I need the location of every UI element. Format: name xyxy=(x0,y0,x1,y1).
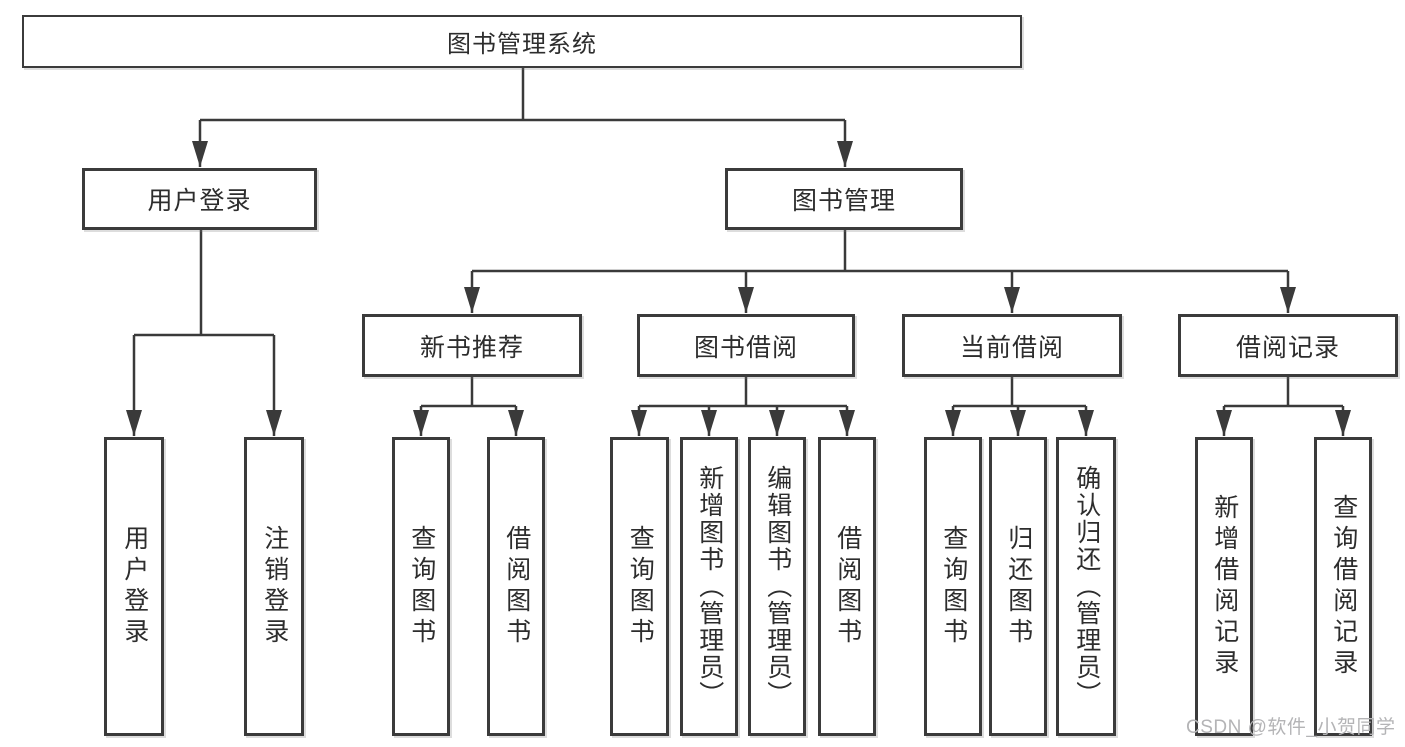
leaf-records-add-record-label: 新增借阅记录 xyxy=(1210,493,1239,680)
leaf-borrowing-query-book-label: 查询图书 xyxy=(626,524,655,649)
node-book-management-label: 图书管理 xyxy=(791,187,896,215)
leaf-user-login-label: 用户登录 xyxy=(120,524,149,649)
node-user-login-label: 用户登录 xyxy=(147,187,252,215)
node-library-system-label: 图书管理系统 xyxy=(447,31,597,58)
leaf-current-query-book-label: 查询图书 xyxy=(939,524,968,649)
node-new-book-recommend: 新书推荐 xyxy=(362,314,582,377)
node-book-borrowing-label: 图书借阅 xyxy=(693,333,798,362)
leaf-records-query-record: 查询借阅记录 xyxy=(1314,437,1372,736)
leaf-borrowing-add-book-admin-label: 新增图书（管理员） xyxy=(695,465,724,708)
leaf-borrowing-edit-book-admin-label: 编辑图书（管理员） xyxy=(763,465,792,708)
leaf-borrowing-borrow-book: 借阅图书 xyxy=(818,437,876,736)
node-borrow-records-label: 借阅记录 xyxy=(1235,333,1340,362)
node-new-book-recommend-label: 新书推荐 xyxy=(419,333,524,362)
leaf-current-confirm-return-admin: 确认归还（管理员） xyxy=(1056,437,1116,736)
leaf-newbooks-query-book: 查询图书 xyxy=(392,437,450,736)
leaf-current-query-book: 查询图书 xyxy=(924,437,982,736)
node-user-login: 用户登录 xyxy=(82,168,317,230)
leaf-current-return-book-label: 归还图书 xyxy=(1004,524,1033,649)
leaf-current-return-book: 归还图书 xyxy=(989,437,1047,736)
node-current-borrowing-label: 当前借阅 xyxy=(959,333,1064,362)
leaf-borrowing-edit-book-admin: 编辑图书（管理员） xyxy=(748,437,806,736)
leaf-records-add-record: 新增借阅记录 xyxy=(1195,437,1253,736)
leaf-newbooks-borrow-book-label: 借阅图书 xyxy=(502,524,531,649)
leaf-borrowing-borrow-book-label: 借阅图书 xyxy=(833,524,862,649)
leaf-logout-login: 注销登录 xyxy=(244,437,304,736)
watermark-csdn: CSDN @软件_小贺同学 xyxy=(1186,717,1396,738)
leaf-newbooks-borrow-book: 借阅图书 xyxy=(487,437,545,736)
leaf-newbooks-query-book-label: 查询图书 xyxy=(407,524,436,649)
node-book-borrowing: 图书借阅 xyxy=(637,314,855,377)
leaf-borrowing-query-book: 查询图书 xyxy=(610,437,669,736)
node-book-management: 图书管理 xyxy=(725,168,963,230)
leaf-logout-login-label: 注销登录 xyxy=(260,524,289,649)
node-library-system: 图书管理系统 xyxy=(22,15,1022,68)
leaf-records-query-record-label: 查询借阅记录 xyxy=(1329,493,1358,680)
leaf-user-login: 用户登录 xyxy=(104,437,164,736)
node-borrow-records: 借阅记录 xyxy=(1178,314,1398,377)
leaf-current-confirm-return-admin-label: 确认归还（管理员） xyxy=(1072,465,1101,708)
node-current-borrowing: 当前借阅 xyxy=(902,314,1122,377)
leaf-borrowing-add-book-admin: 新增图书（管理员） xyxy=(680,437,738,736)
